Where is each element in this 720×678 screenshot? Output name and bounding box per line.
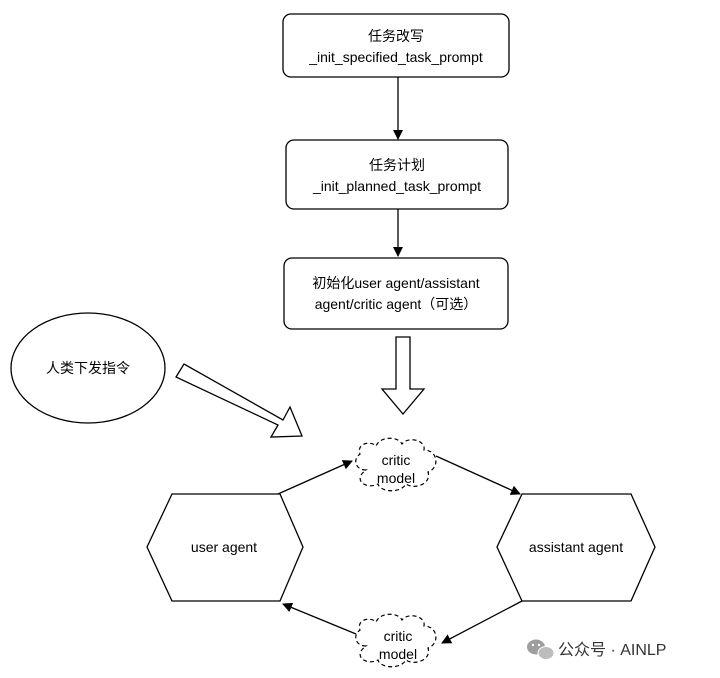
arrow-critic-bottom-to-user <box>282 602 357 635</box>
user-agent-label: user agent <box>191 539 257 555</box>
rewrite-step-node: 任务改写 _init_specified_task_prompt <box>282 13 510 78</box>
arrow-critic-top-to-assistant <box>435 455 521 495</box>
critic-top-line1: critic <box>382 452 411 468</box>
init-step-line2: agent/critic agent（可选） <box>315 296 478 312</box>
rewrite-step-function: _init_specified_task_prompt <box>308 49 483 65</box>
plan-step-node: 任务计划 _init_planned_task_prompt <box>285 139 509 210</box>
arrow-assistant-to-critic-bottom <box>441 600 523 644</box>
critic-top-line2: model <box>377 470 415 486</box>
init-step-node: 初始化user agent/assistant agent/critic age… <box>283 257 509 330</box>
critic-model-bottom-node: critic model <box>355 613 437 668</box>
hollow-diagonal-arrow <box>175 363 303 438</box>
human-instruction-label: 人类下发指令 <box>46 360 130 376</box>
hollow-down-arrow <box>380 336 426 416</box>
human-instruction-node: 人类下发指令 <box>10 312 166 424</box>
rewrite-step-title: 任务改写 <box>368 28 424 44</box>
critic-bottom-line2: model <box>379 646 417 662</box>
wechat-icon <box>527 639 555 660</box>
critic-bottom-line1: critic <box>384 628 413 644</box>
watermark-text: 公众号 · AINLP <box>558 641 666 659</box>
plan-step-function: _init_planned_task_prompt <box>312 178 481 194</box>
init-step-line1: 初始化user agent/assistant <box>312 275 479 291</box>
assistant-agent-node: assistant agent <box>496 493 656 602</box>
arrow-user-to-critic-top <box>277 460 353 495</box>
critic-model-top-node: critic model <box>355 437 437 492</box>
assistant-agent-label: assistant agent <box>529 539 623 555</box>
plan-step-title: 任务计划 <box>369 157 425 173</box>
user-agent-node: user agent <box>146 493 304 602</box>
watermark: 公众号 · AINLP <box>527 639 666 660</box>
